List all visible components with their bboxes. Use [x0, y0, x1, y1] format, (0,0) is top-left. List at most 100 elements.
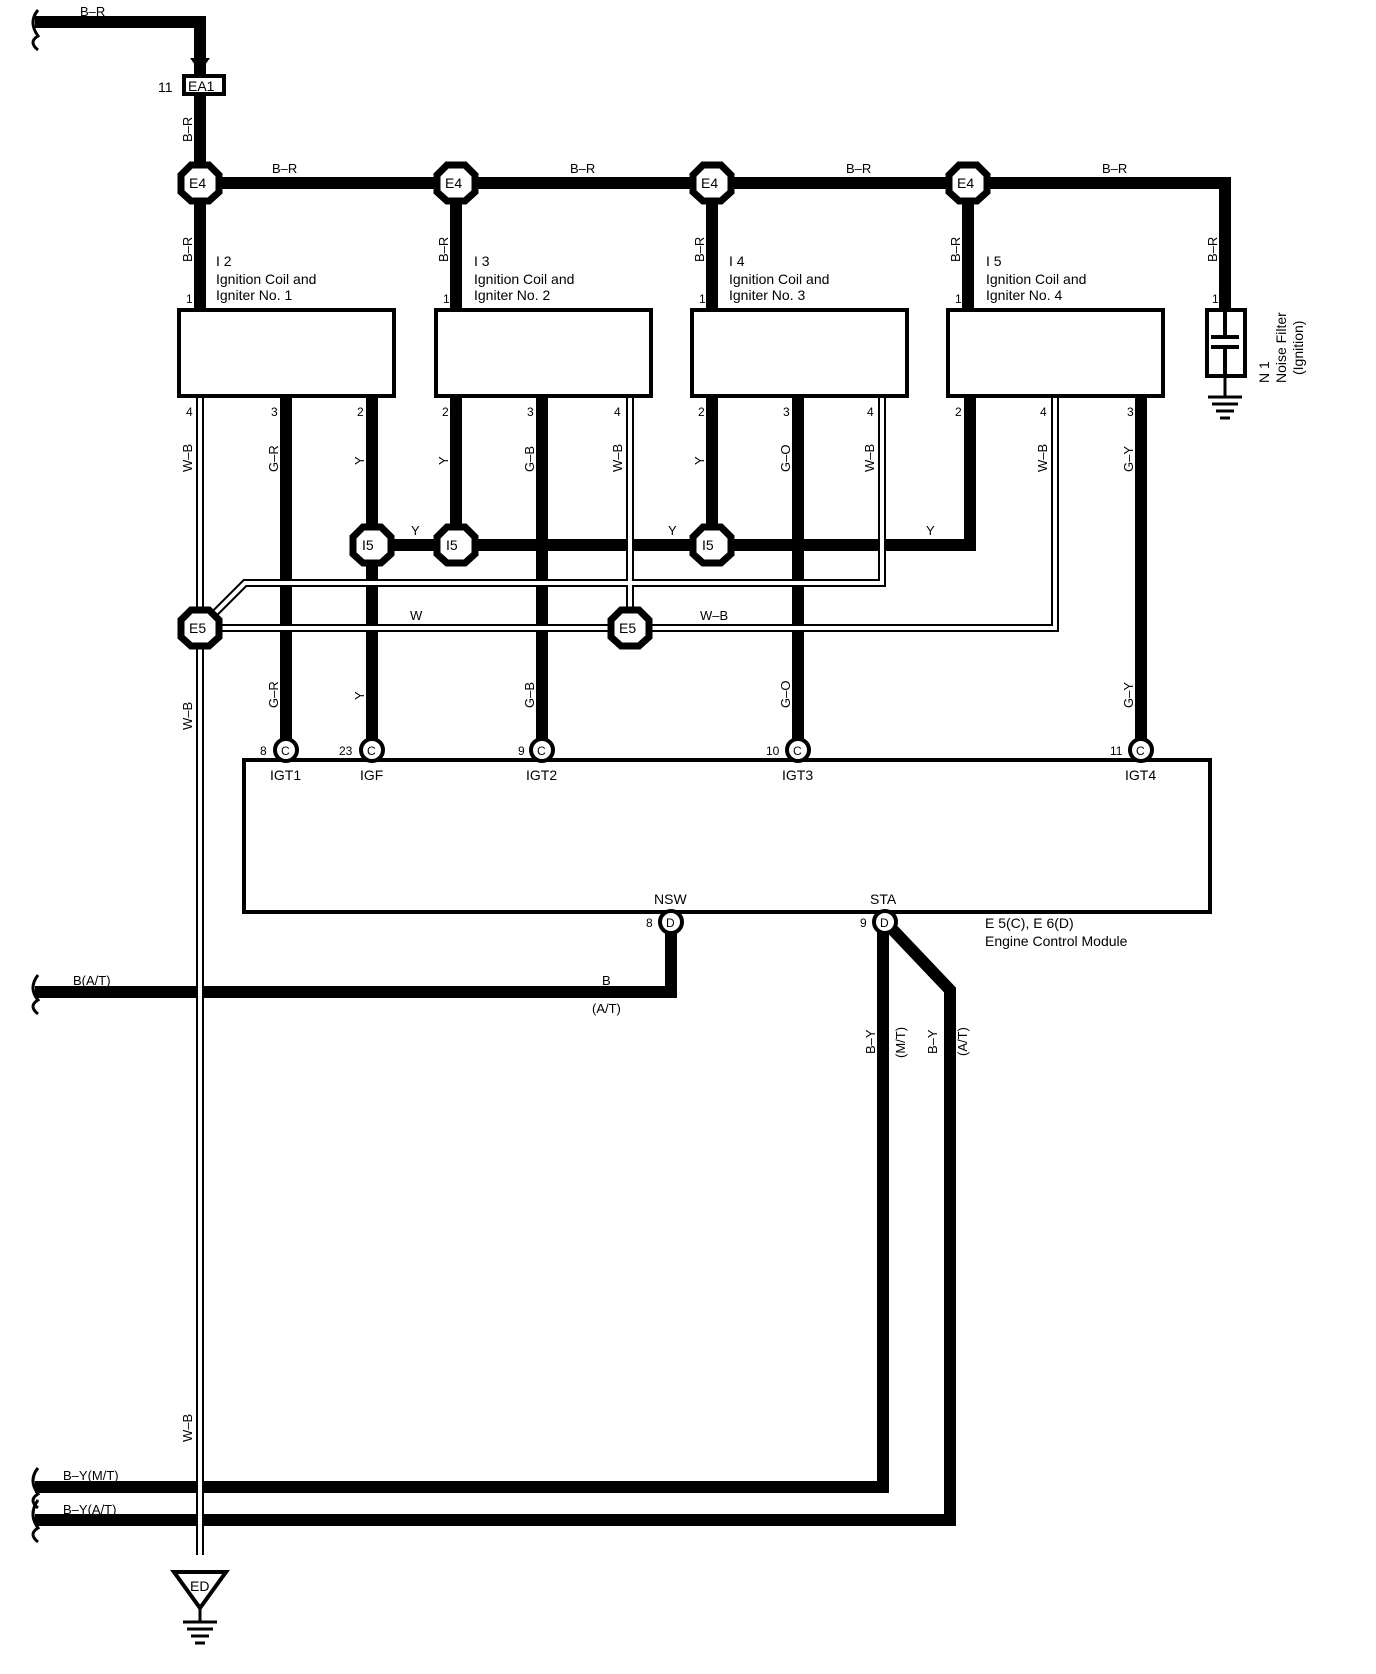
wire-label-drop1: B–R	[180, 237, 195, 262]
coil2-pin-top: 1	[443, 292, 450, 306]
ecm-label-igt4: IGT4	[1125, 767, 1156, 783]
noise-filter	[1205, 308, 1247, 378]
wire-label-w: W	[410, 608, 423, 623]
wire-label-drop3: B–R	[692, 237, 707, 262]
wire-label-igt4-low: G–Y	[1121, 682, 1136, 708]
wire-label-c1-pin4: W–B	[180, 444, 195, 472]
wire-sta-at	[35, 925, 956, 1526]
noise-filter-id: N 1	[1256, 361, 1272, 383]
coil2-pin-c: 4	[614, 405, 621, 419]
ecm-pin-igt4	[1128, 737, 1154, 763]
ecm-pin-igt3	[785, 737, 811, 763]
junction-e4-1: E4	[189, 175, 206, 191]
coil-box-1	[177, 308, 396, 398]
coil1-pin-c: 2	[357, 405, 364, 419]
ecm-pin-igt4-conn: C	[1136, 744, 1145, 758]
ecm-box	[242, 758, 1212, 914]
wire-label-igt3-low: G–O	[778, 681, 793, 708]
coil3-pin-c: 4	[867, 405, 874, 419]
wire-label-nsw: B	[602, 973, 611, 988]
ecm-pin-igt2-conn: C	[537, 744, 546, 758]
wire-label-drop5: B–R	[1205, 237, 1220, 262]
ecm-pin-igt1-num: 8	[260, 744, 267, 758]
coil4-line1: Ignition Coil and	[986, 271, 1086, 287]
junction-e5-1: E5	[189, 620, 206, 636]
ecm-label-igt1: IGT1	[270, 767, 301, 783]
wire-label-sta-at-sub: (A/T)	[955, 1027, 970, 1056]
wire-br-bus	[200, 177, 1231, 310]
coil1-line2: Igniter No. 1	[216, 287, 292, 303]
coil3-pin-a: 2	[698, 405, 705, 419]
ecm-pin-igt1-conn: C	[281, 744, 290, 758]
wire-label-bus4: B–R	[1102, 161, 1127, 176]
coil2-line1: Ignition Coil and	[474, 271, 574, 287]
coil4-pin-b: 4	[1040, 405, 1047, 419]
wire-label-wb: W–B	[700, 608, 728, 623]
ecm-pin-igt3-num: 10	[766, 744, 780, 758]
coil1-line1: Ignition Coil and	[216, 271, 316, 287]
wire-label-c2-pin4: W–B	[610, 444, 625, 472]
coil4-id: I 5	[986, 253, 1002, 269]
wire-label-drop2: B–R	[436, 237, 451, 262]
noise-filter-line1: Noise Filter	[1273, 312, 1289, 383]
wire-label-bus1: B–R	[272, 161, 297, 176]
coil1-pin-top: 1	[186, 292, 193, 306]
coil2-pin-b: 3	[527, 405, 534, 419]
ecm-pin-sta	[872, 909, 898, 935]
wire-label-sta-mt: B–Y	[863, 1029, 878, 1054]
wire-label-c4-pin3: G–Y	[1121, 446, 1136, 472]
ecm-pin-igt2-num: 9	[518, 744, 525, 758]
coil3-pin-top: 1	[699, 292, 706, 306]
wire-label-c2-pin3: G–B	[522, 446, 537, 472]
wire-nsw	[35, 916, 677, 998]
ecm-pin-igt3-conn: C	[793, 744, 802, 758]
ground-icon	[183, 1608, 217, 1645]
wire-y-bus	[372, 396, 976, 551]
ground-ed-triangle	[170, 1570, 230, 1612]
arrow-icon	[190, 58, 210, 72]
ground-ed-label: ED	[190, 1578, 209, 1594]
coil1-pin-b: 3	[271, 405, 278, 419]
ecm-name: Engine Control Module	[985, 933, 1128, 949]
coil3-pin-b: 3	[783, 405, 790, 419]
noise-filter-line2: (Ignition)	[1290, 321, 1306, 375]
wire-label-c1-pin3: G–R	[266, 445, 281, 472]
junction-i5-2: I5	[446, 537, 458, 553]
wire-label-c4-pin4: W–B	[1035, 444, 1050, 472]
connector-ea1-label: EA1	[188, 78, 215, 94]
wire-label-ground-lower: W–B	[180, 1414, 195, 1442]
coil2-pin-a: 2	[442, 405, 449, 419]
wire-label-ground-upper: W–B	[180, 702, 195, 730]
wire-break-marks	[31, 9, 41, 1544]
coil4-pin-a: 2	[955, 405, 962, 419]
wire-label-drop4: B–R	[948, 237, 963, 262]
wb-ground-wires	[196, 396, 1059, 1555]
wire-label-sta-mt-sub: (M/T)	[893, 1027, 908, 1058]
wire-label-top-feed: B–R	[80, 4, 105, 19]
junction-i5-3: I5	[702, 537, 714, 553]
wire-top-feed	[35, 16, 206, 80]
wire-label-c3-pin3: G–O	[778, 445, 793, 472]
ecm-pin-nsw	[658, 909, 684, 935]
junctions-e4	[177, 161, 991, 205]
ecm-label-igt2: IGT2	[526, 767, 557, 783]
wire-label-y1: Y	[411, 523, 420, 538]
ecm-label-nsw: NSW	[654, 891, 687, 907]
junctions-i5	[349, 523, 735, 567]
junction-e5-2: E5	[619, 620, 636, 636]
coil4-pin-top: 1	[955, 292, 962, 306]
ecm-id: E 5(C), E 6(D)	[985, 915, 1074, 931]
junction-e4-3: E4	[701, 175, 718, 191]
ecm-label-igf: IGF	[360, 767, 383, 783]
feed-label-by-at: B–Y(A/T)	[63, 1502, 116, 1517]
coil3-id: I 4	[729, 253, 745, 269]
wire-sta-mt	[35, 916, 889, 1493]
wire-label-nsw-sub: (A/T)	[592, 1001, 621, 1016]
wire-label-sta-at: B–Y	[925, 1029, 940, 1054]
ecm-pin-nsw-num: 8	[646, 916, 653, 930]
ecm-pin-igt4-num: 11	[1110, 744, 1123, 758]
wire-label-igt2-low: G–B	[522, 682, 537, 708]
ecm-pin-sta-conn: D	[880, 916, 889, 930]
junctions-e5	[177, 606, 653, 650]
